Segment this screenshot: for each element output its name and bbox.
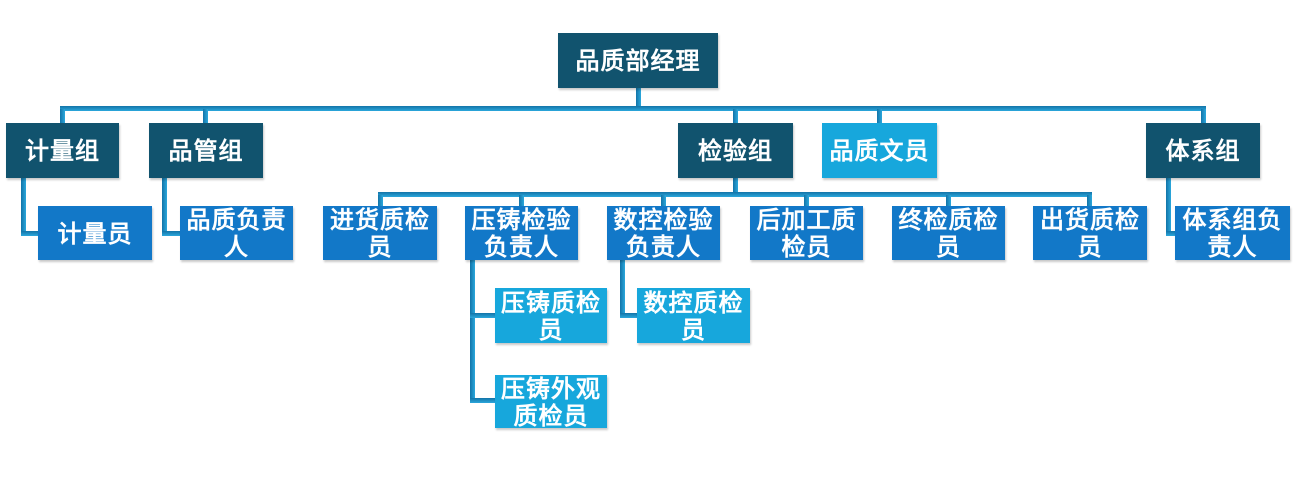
connector-stub-postproc	[804, 195, 809, 206]
org-node-die-casting-inspector: 压铸质检员	[495, 288, 607, 343]
org-node-metrology-staff: 计量员	[38, 206, 152, 260]
connector-stub-metrology	[60, 109, 65, 123]
connector-qc-drop	[162, 178, 167, 236]
org-node-cnc-inspection-lead: 数控检验负责人	[607, 206, 720, 260]
connector-trunk-level3	[378, 192, 1092, 197]
org-node-manager: 品质部经理	[558, 33, 718, 88]
connector-system-drop	[1166, 178, 1171, 236]
connector-stub-qc-group	[203, 109, 208, 123]
connector-diecast-elbow2	[470, 398, 495, 403]
connector-stub-clerk	[877, 109, 882, 123]
connector-inspection-drop	[733, 178, 738, 194]
connector-stub-outgoing	[1087, 195, 1092, 206]
connector-metrology-drop	[21, 178, 26, 236]
org-node-metrology-group: 计量组	[6, 123, 119, 178]
connector-stub-inspection	[733, 109, 738, 123]
connector-metrology-elbow	[21, 231, 38, 236]
connector-cnc-drop	[620, 260, 625, 318]
org-node-die-casting-appearance-inspector: 压铸外观质检员	[495, 375, 607, 429]
connector-stub-system	[1201, 109, 1206, 123]
connector-diecast-drop	[470, 260, 475, 403]
org-node-inspection-group: 检验组	[678, 123, 793, 178]
connector-stub-cnc-lead	[661, 195, 666, 206]
org-node-outgoing-inspector: 出货质检员	[1033, 206, 1147, 260]
org-node-quality-control-group: 品管组	[149, 123, 263, 178]
org-node-system-group: 体系组	[1146, 123, 1260, 178]
org-node-system-group-lead: 体系组负责人	[1175, 206, 1290, 260]
connector-stub-incoming	[378, 195, 383, 206]
org-node-final-inspector: 终检质检员	[892, 206, 1005, 260]
org-node-die-casting-inspection-lead: 压铸检验负责人	[465, 206, 578, 260]
org-node-cnc-inspector: 数控质检员	[637, 288, 750, 343]
org-node-quality-supervisor: 品质负责人	[180, 206, 293, 260]
connector-qc-elbow	[162, 231, 180, 236]
connector-trunk-level2	[60, 106, 1206, 111]
connector-manager-stub	[636, 88, 641, 108]
org-node-post-processing-inspector: 后加工质检员	[750, 206, 863, 260]
connector-stub-final	[946, 195, 951, 206]
connector-cnc-elbow	[620, 313, 637, 318]
connector-diecast-elbow1	[470, 313, 495, 318]
org-node-incoming-inspector: 进货质检员	[323, 206, 437, 260]
connector-stub-diecast-lead	[519, 195, 524, 206]
org-node-quality-clerk: 品质文员	[822, 123, 937, 178]
connector-system-elbow	[1166, 231, 1175, 236]
